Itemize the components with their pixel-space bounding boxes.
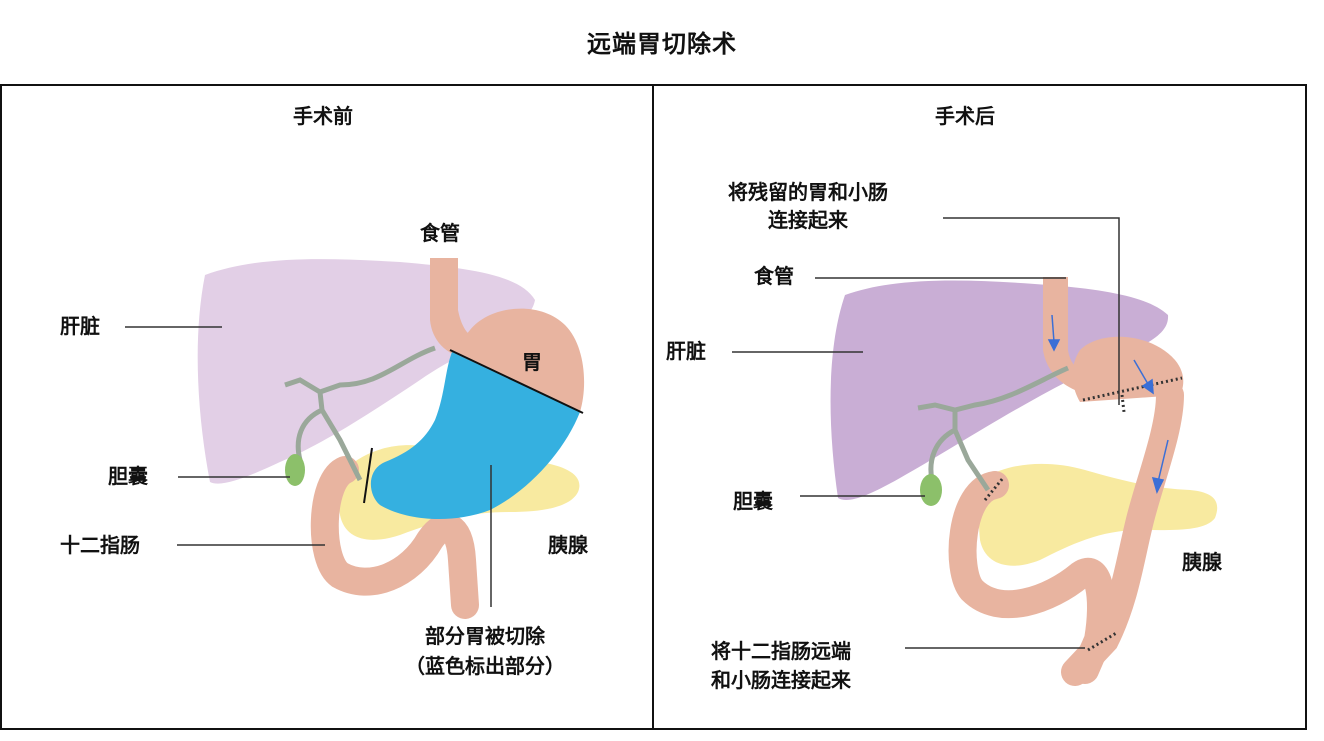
duodenum-after <box>948 471 1115 684</box>
esophagus-after <box>1043 277 1090 392</box>
bile-duct-after <box>917 365 1069 492</box>
label-connect-line2: 连接起来 <box>768 208 848 232</box>
stomach-upper <box>452 308 585 412</box>
flow-arrows <box>1047 314 1169 495</box>
resected-stomach <box>370 352 580 520</box>
liver-after <box>830 280 1169 500</box>
remnant-stomach <box>1072 336 1184 402</box>
suture-jejunum <box>1087 630 1119 652</box>
label-resected-line1: 部分胃被切除 <box>425 624 545 648</box>
label-stomach: 胃 <box>522 350 542 374</box>
bile-duct-before <box>284 345 436 482</box>
label-duo-line2: 和小肠连接起来 <box>711 668 851 692</box>
duodenum-before <box>310 456 479 619</box>
leader-connect <box>943 217 1120 405</box>
suture-stomach <box>1082 376 1183 413</box>
diagram-title: 远端胃切除术 <box>587 30 737 58</box>
label-gallbladder-before: 胆囊 <box>108 464 148 488</box>
label-esophagus-before: 食管 <box>420 221 460 245</box>
label-duo-line1: 将十二指肠远端 <box>711 639 851 663</box>
label-pancreas-before: 胰腺 <box>548 533 588 557</box>
after-heading: 手术后 <box>935 104 995 128</box>
label-pancreas-after: 胰腺 <box>1182 550 1222 574</box>
label-duodenum-before: 十二指肠 <box>60 533 140 557</box>
after-panel <box>652 84 1307 730</box>
before-heading: 手术前 <box>293 104 353 128</box>
gallbladder-before <box>285 454 305 486</box>
label-connect-line1: 将残留的胃和小肠 <box>728 180 888 204</box>
label-gallbladder-after: 胆囊 <box>733 489 773 513</box>
label-resected-line2: （蓝色标出部分） <box>405 654 565 678</box>
jejunum-limb <box>1061 381 1184 686</box>
label-liver-before: 肝脏 <box>60 314 100 338</box>
label-liver-after: 肝脏 <box>666 339 706 363</box>
cut-line-lower <box>363 447 373 504</box>
label-esophagus-after: 食管 <box>754 264 794 288</box>
cut-line-upper <box>449 349 584 414</box>
gallbladder-after <box>920 474 942 506</box>
